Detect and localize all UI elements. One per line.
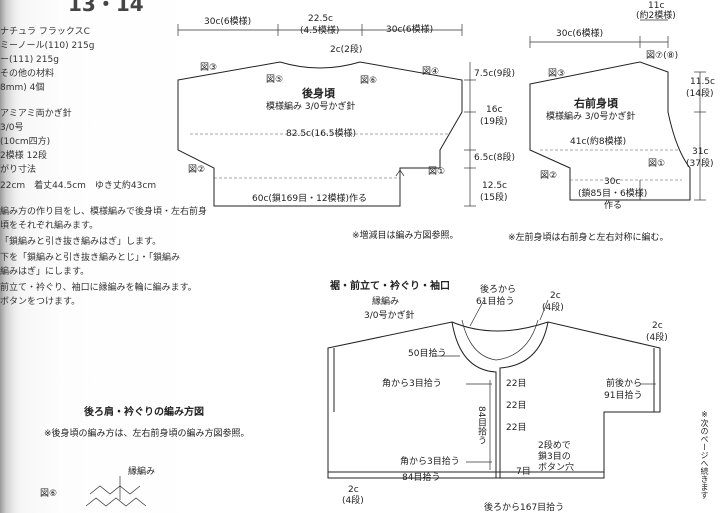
front-fig2: 図② <box>540 171 558 181</box>
front-title: 右前身頃 <box>574 97 618 110</box>
trim-n7: 7目 <box>516 467 531 477</box>
trim-buttonhole3: ボタン穴 <box>538 463 575 473</box>
trim-pick50: 50目拾う <box>408 349 447 359</box>
trim-edge: 縁編み <box>372 297 400 307</box>
front-fig1: 図① <box>648 159 666 169</box>
front-mid: 41c(約8模様) <box>570 137 627 147</box>
material-line: ー(111) 215g <box>0 55 59 65</box>
trim-n22c: 22目 <box>506 423 527 433</box>
material-line: その他の材料 <box>0 69 55 79</box>
material-line: 「鎖編みと引き抜き編みはぎ」します。 <box>0 237 162 247</box>
material-line: 8mm) 4個 <box>0 83 45 93</box>
back-title: 後身頃 <box>302 87 335 100</box>
back-fig5: 図⑤ <box>266 75 284 85</box>
measure-4: 12.5c <box>482 181 507 191</box>
back-fig4: 図④ <box>422 67 440 77</box>
trim-sleeve-2c: 2c <box>652 321 663 331</box>
trim-sleeve-4: (4段) <box>646 333 668 343</box>
material-line: アミアミ両かぎ針 <box>0 109 72 119</box>
material-line: 前立て・衿ぐり、袖口に縁編みを輪に編みます。 <box>0 283 197 293</box>
measure-2: 16c <box>486 105 503 115</box>
material-line: (10cm四方) <box>0 137 51 147</box>
front-bottom-sub2: 作る <box>604 201 623 211</box>
trim-corner3: 角から3目拾う <box>382 379 442 389</box>
front-fig3: 図③ <box>548 69 566 79</box>
shoulder-edge: 縁編み <box>128 467 156 477</box>
material-line: 下を「鎖編みと引き抜き編みとじ」・「鎖編み <box>0 253 181 263</box>
back-neck: 2c(2段) <box>330 45 363 55</box>
back-top-right: 30c(6模様) <box>386 25 434 35</box>
trim-corner3b: 角から3目拾う <box>400 457 460 467</box>
back-top-mid: 22.5c <box>308 14 333 24</box>
page-number: 13・14 <box>68 0 144 16</box>
material-line: 22cm 着丈44.5cm ゆき丈約43cm <box>0 181 157 191</box>
back-fig3: 図③ <box>200 63 218 73</box>
trim-back-pick: 後ろから <box>480 285 517 295</box>
measure-1: 7.5c(9段) <box>474 69 516 79</box>
front-pattern: 模様編み 3/0号かぎ針 <box>546 112 636 122</box>
trim-n22b: 22目 <box>506 401 527 411</box>
trim-back-bottom: 後ろから167目拾う <box>484 503 565 513</box>
trim-n22a: 22目 <box>506 379 527 389</box>
continue-note: ※次のページへ続きます <box>700 410 709 499</box>
front-right-h: 11.5c <box>690 77 715 87</box>
material-line: ナチュラ フラックスC <box>0 27 90 37</box>
material-line: 頃をそれぞれ編みます。 <box>0 221 99 231</box>
trim-hem-2c: 2c <box>348 485 359 495</box>
trim-sleeve-pick2: 91目拾う <box>604 391 643 401</box>
trim-title: 裾・前立て・衿ぐり・袖口 <box>330 281 450 292</box>
material-line: 3/0号 <box>0 123 24 133</box>
front-fig7: 図⑦(⑧) <box>646 51 679 61</box>
back-fig1: 図① <box>428 167 446 177</box>
shoulder-title: 後ろ肩・衿ぐりの編み方図 <box>84 407 204 418</box>
front-top-left: 30c(6模様) <box>556 29 604 39</box>
back-top-left: 30c(6模様) <box>204 17 252 27</box>
material-line: 2模様 12段 <box>0 151 48 161</box>
measure-2-sub: (19段) <box>480 117 508 127</box>
back-pattern: 模様編み 3/0号かぎ針 <box>266 102 356 112</box>
material-line: 編みはぎ」にします。 <box>0 267 90 277</box>
back-width: 82.5c(16.5模様) <box>286 129 357 139</box>
measure-3: 6.5c(8段) <box>474 153 516 163</box>
material-line: ミーノール(110) 215g <box>0 41 95 51</box>
front-bottom: 30c <box>604 177 621 187</box>
material-line: がり寸法 <box>0 165 37 175</box>
trim-back-pick2: 61目拾う <box>476 297 515 307</box>
front-right-h-sub: (14段) <box>686 89 714 99</box>
trim-buttonhole: 2段めで <box>538 441 571 451</box>
note-1: ※増減目は編み方図参照。 <box>352 231 459 241</box>
back-fig2: 図② <box>188 165 206 175</box>
shoulder-fig6: 図⑥ <box>40 489 58 499</box>
front-top-right: 11c <box>648 1 665 11</box>
trim-buttonhole2: 鎖3目の <box>538 452 571 462</box>
back-fig6: 図⑥ <box>360 76 378 86</box>
front-right-h2-sub: (37段) <box>686 159 714 169</box>
material-line: 編み方の作り目をし、模様編みで後身頃・左右前身 <box>0 207 208 217</box>
trim-hook: 3/0号かぎ針 <box>364 311 415 321</box>
back-bottom: 60c(鎖169目・12模様)作る <box>252 194 368 204</box>
trim-neck-4: (4段) <box>542 303 564 313</box>
measure-4-sub: (15段) <box>480 193 508 203</box>
back-top-mid-sub: (4.5模様) <box>300 26 340 36</box>
trim-pick84v: 84目拾う <box>476 406 486 445</box>
trim-hem-4: (4段) <box>342 496 364 506</box>
note-2: ※左前身頃は右前身と左右対称に編む。 <box>508 233 669 243</box>
trim-sleeve-pick: 前後から <box>606 379 643 389</box>
front-top-right-sub: (約2模様) <box>636 11 676 21</box>
material-line: ボタンをつけます。 <box>0 297 81 307</box>
shoulder-note: ※後身頃の編み方は、左右前身頃の編み方図参照。 <box>44 429 250 439</box>
front-right-h2: 31c <box>692 147 709 157</box>
front-bottom-sub: (鎖85目・6模様) <box>578 189 648 199</box>
trim-neck-2c: 2c <box>550 291 561 301</box>
trim-pick84: 84目拾う <box>402 473 441 483</box>
